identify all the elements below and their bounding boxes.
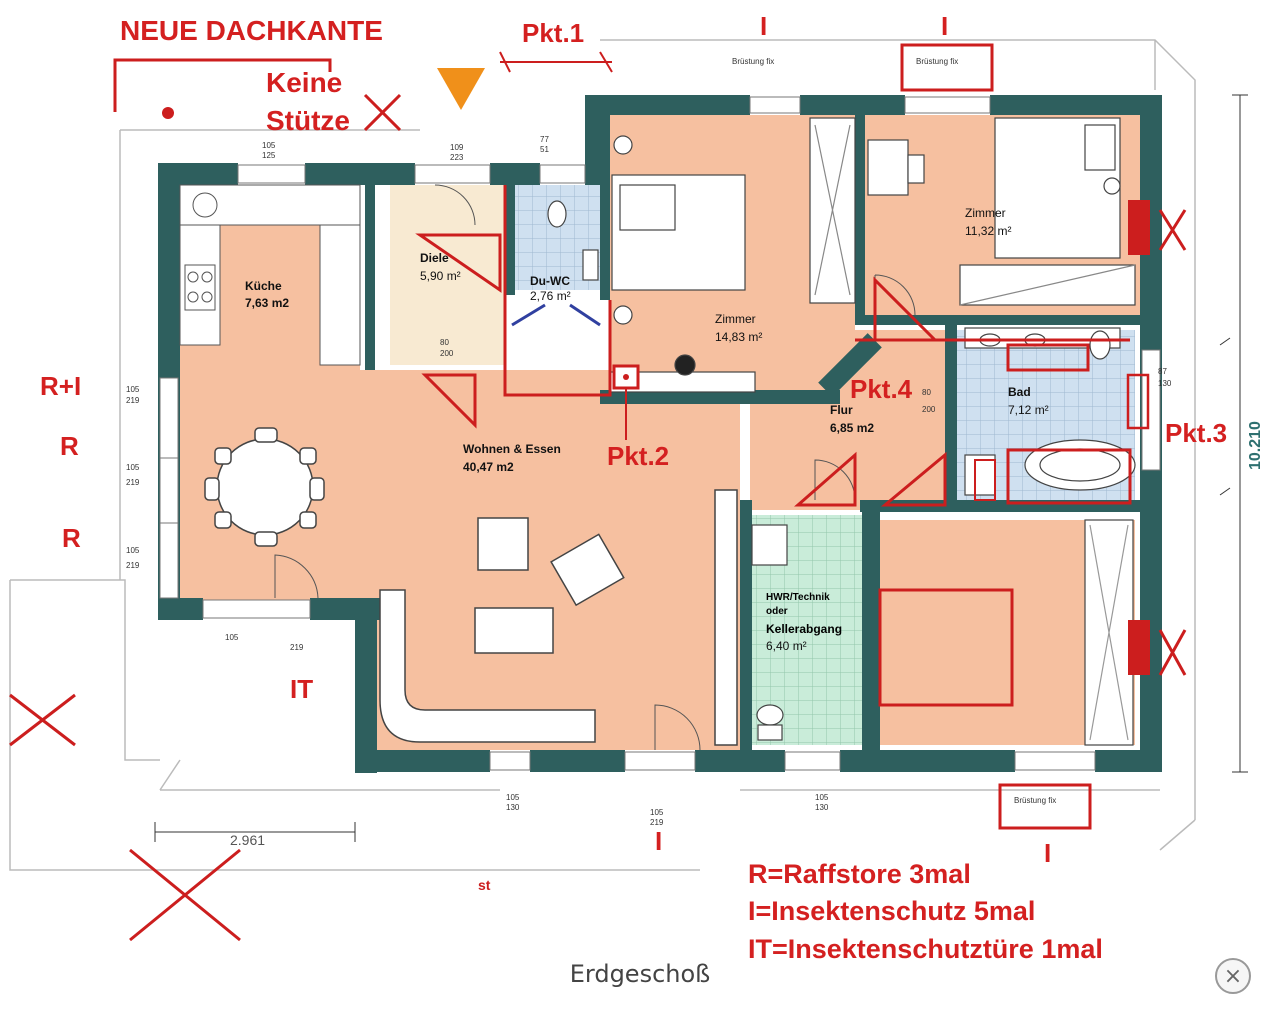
orange-marker xyxy=(437,68,485,110)
windows xyxy=(159,96,1161,771)
wc-fixtures xyxy=(547,200,788,741)
d-80-flur: 80 xyxy=(922,388,931,397)
legend-line-3: IT=Insektenschutztüre 1mal xyxy=(748,934,1103,964)
d-219-b: 219 xyxy=(126,478,140,487)
r-plus-i-label: R+I xyxy=(40,371,81,401)
d-105-bot3: 105 xyxy=(650,808,664,817)
d-223-top: 223 xyxy=(450,153,464,162)
dining-table xyxy=(204,427,325,547)
pkt2-dot xyxy=(623,374,629,380)
flur-name: Flur xyxy=(830,403,853,417)
diele-floor xyxy=(390,185,505,365)
d-105-a: 105 xyxy=(126,385,140,394)
red-x-marks xyxy=(9,93,1187,942)
walls xyxy=(158,95,1162,773)
wohnen-name: Wohnen & Essen xyxy=(463,442,561,456)
dim-width: 2.961 xyxy=(230,832,265,848)
d-77-top: 77 xyxy=(540,135,549,144)
kitchen-fixtures xyxy=(179,184,361,366)
zimmer1-name: Zimmer xyxy=(715,312,756,326)
diele-name: Diele xyxy=(420,251,449,265)
bedroom2-furniture xyxy=(867,117,1136,306)
diele-area: 5,90 m² xyxy=(420,269,461,283)
roof-outline xyxy=(9,39,1196,871)
living-furniture xyxy=(379,489,738,746)
d-130-bot2: 130 xyxy=(815,803,829,812)
neue-dachkante: NEUE DACHKANTE xyxy=(120,15,383,46)
dim-height: 10.210 xyxy=(1247,421,1264,470)
red-solid-marks xyxy=(162,107,1150,675)
d-130-r: 130 xyxy=(1158,379,1172,388)
d-130-bot1: 130 xyxy=(506,803,520,812)
it-label: IT xyxy=(290,674,313,704)
pkt3-label: Pkt.3 xyxy=(1165,418,1227,448)
d-105-bot1: 105 xyxy=(506,793,520,802)
d-109-top: 109 xyxy=(450,143,464,152)
d-105-b: 105 xyxy=(126,463,140,472)
close-button[interactable]: × xyxy=(1215,958,1251,994)
r-label-2: R xyxy=(62,523,81,553)
legend-line-1: R=Raffstore 3mal xyxy=(748,859,971,889)
i-top-1: I xyxy=(760,11,767,41)
hwr-line2: oder xyxy=(766,606,788,617)
i-bottom-1: I xyxy=(655,826,662,856)
d-105-top: 105 xyxy=(262,141,276,150)
legend-line-2: I=Insektenschutz 5mal xyxy=(748,896,1035,926)
zimmer2-area: 11,32 m² xyxy=(965,224,1011,238)
wohnen-area: 40,47 m2 xyxy=(463,460,514,474)
image-caption: Erdgeschoß xyxy=(569,960,711,988)
red-annotations: NEUE DACHKANTE Keine Stütze Pkt.1 Pkt.2 … xyxy=(40,11,1227,868)
bad-name: Bad xyxy=(1008,385,1031,399)
keine-label: Keine xyxy=(266,67,342,98)
d-219-a: 219 xyxy=(126,396,140,405)
bruestung-2: Brüstung fix xyxy=(916,57,958,66)
flur-area: 6,85 m2 xyxy=(830,421,874,435)
d-51-top: 51 xyxy=(540,145,549,154)
bruestung-3: Brüstung fix xyxy=(1014,796,1056,805)
zimmer1-area: 14,83 m² xyxy=(715,330,762,344)
red-markup xyxy=(113,43,1150,830)
bath-fixtures xyxy=(964,327,1136,496)
wohnen-floor xyxy=(360,370,740,750)
d-80-diele: 80 xyxy=(440,338,449,347)
stuetze-label: Stütze xyxy=(266,105,350,136)
i-bottom-2: I xyxy=(1044,838,1051,868)
kueche-name: Küche xyxy=(245,279,282,293)
pkt1-label: Pkt.1 xyxy=(522,18,584,48)
room-labels: Küche 7,63 m2 Diele 5,90 m² Du-WC 2,76 m… xyxy=(245,206,1049,653)
zimmer2-name: Zimmer xyxy=(965,206,1006,220)
d-219-bot3: 219 xyxy=(650,818,664,827)
legend: R=Raffstore 3mal I=Insektenschutz 5mal I… xyxy=(748,859,1103,964)
i-top-2: I xyxy=(941,11,948,41)
hwr-line1: HWR/Technik xyxy=(766,592,830,603)
st-label: st xyxy=(478,877,491,893)
d-87: 87 xyxy=(1158,367,1167,376)
duwc-name: Du-WC xyxy=(530,274,570,288)
d-200-flur: 200 xyxy=(922,405,936,414)
d-105-k: 105 xyxy=(225,633,239,642)
hwr-line3: Kellerabgang xyxy=(766,622,842,636)
hwr-area: 6,40 m² xyxy=(766,639,807,653)
d-125-top: 125 xyxy=(262,151,276,160)
bad-area: 7,12 m² xyxy=(1008,403,1049,417)
d-105-c: 105 xyxy=(126,546,140,555)
duwc-area: 2,76 m² xyxy=(530,289,571,303)
bedroom3-furniture xyxy=(1084,519,1134,746)
kueche-area: 7,63 m2 xyxy=(245,296,289,310)
bedroom1-furniture xyxy=(609,117,856,393)
d-219-c: 219 xyxy=(126,561,140,570)
pkt4-label: Pkt.4 xyxy=(850,374,913,404)
pkt2-label: Pkt.2 xyxy=(607,441,669,471)
close-icon: × xyxy=(1223,964,1243,989)
r-label-1: R xyxy=(60,431,79,461)
d-219-k: 219 xyxy=(290,643,304,652)
dimension-labels: 2.961 10.210 Brüstung fix Brüstung fix B… xyxy=(126,57,1264,893)
bruestung-1: Brüstung fix xyxy=(732,57,774,66)
d-105-bot2: 105 xyxy=(815,793,829,802)
dimension-lines xyxy=(154,51,1248,842)
d-200-diele: 200 xyxy=(440,349,454,358)
